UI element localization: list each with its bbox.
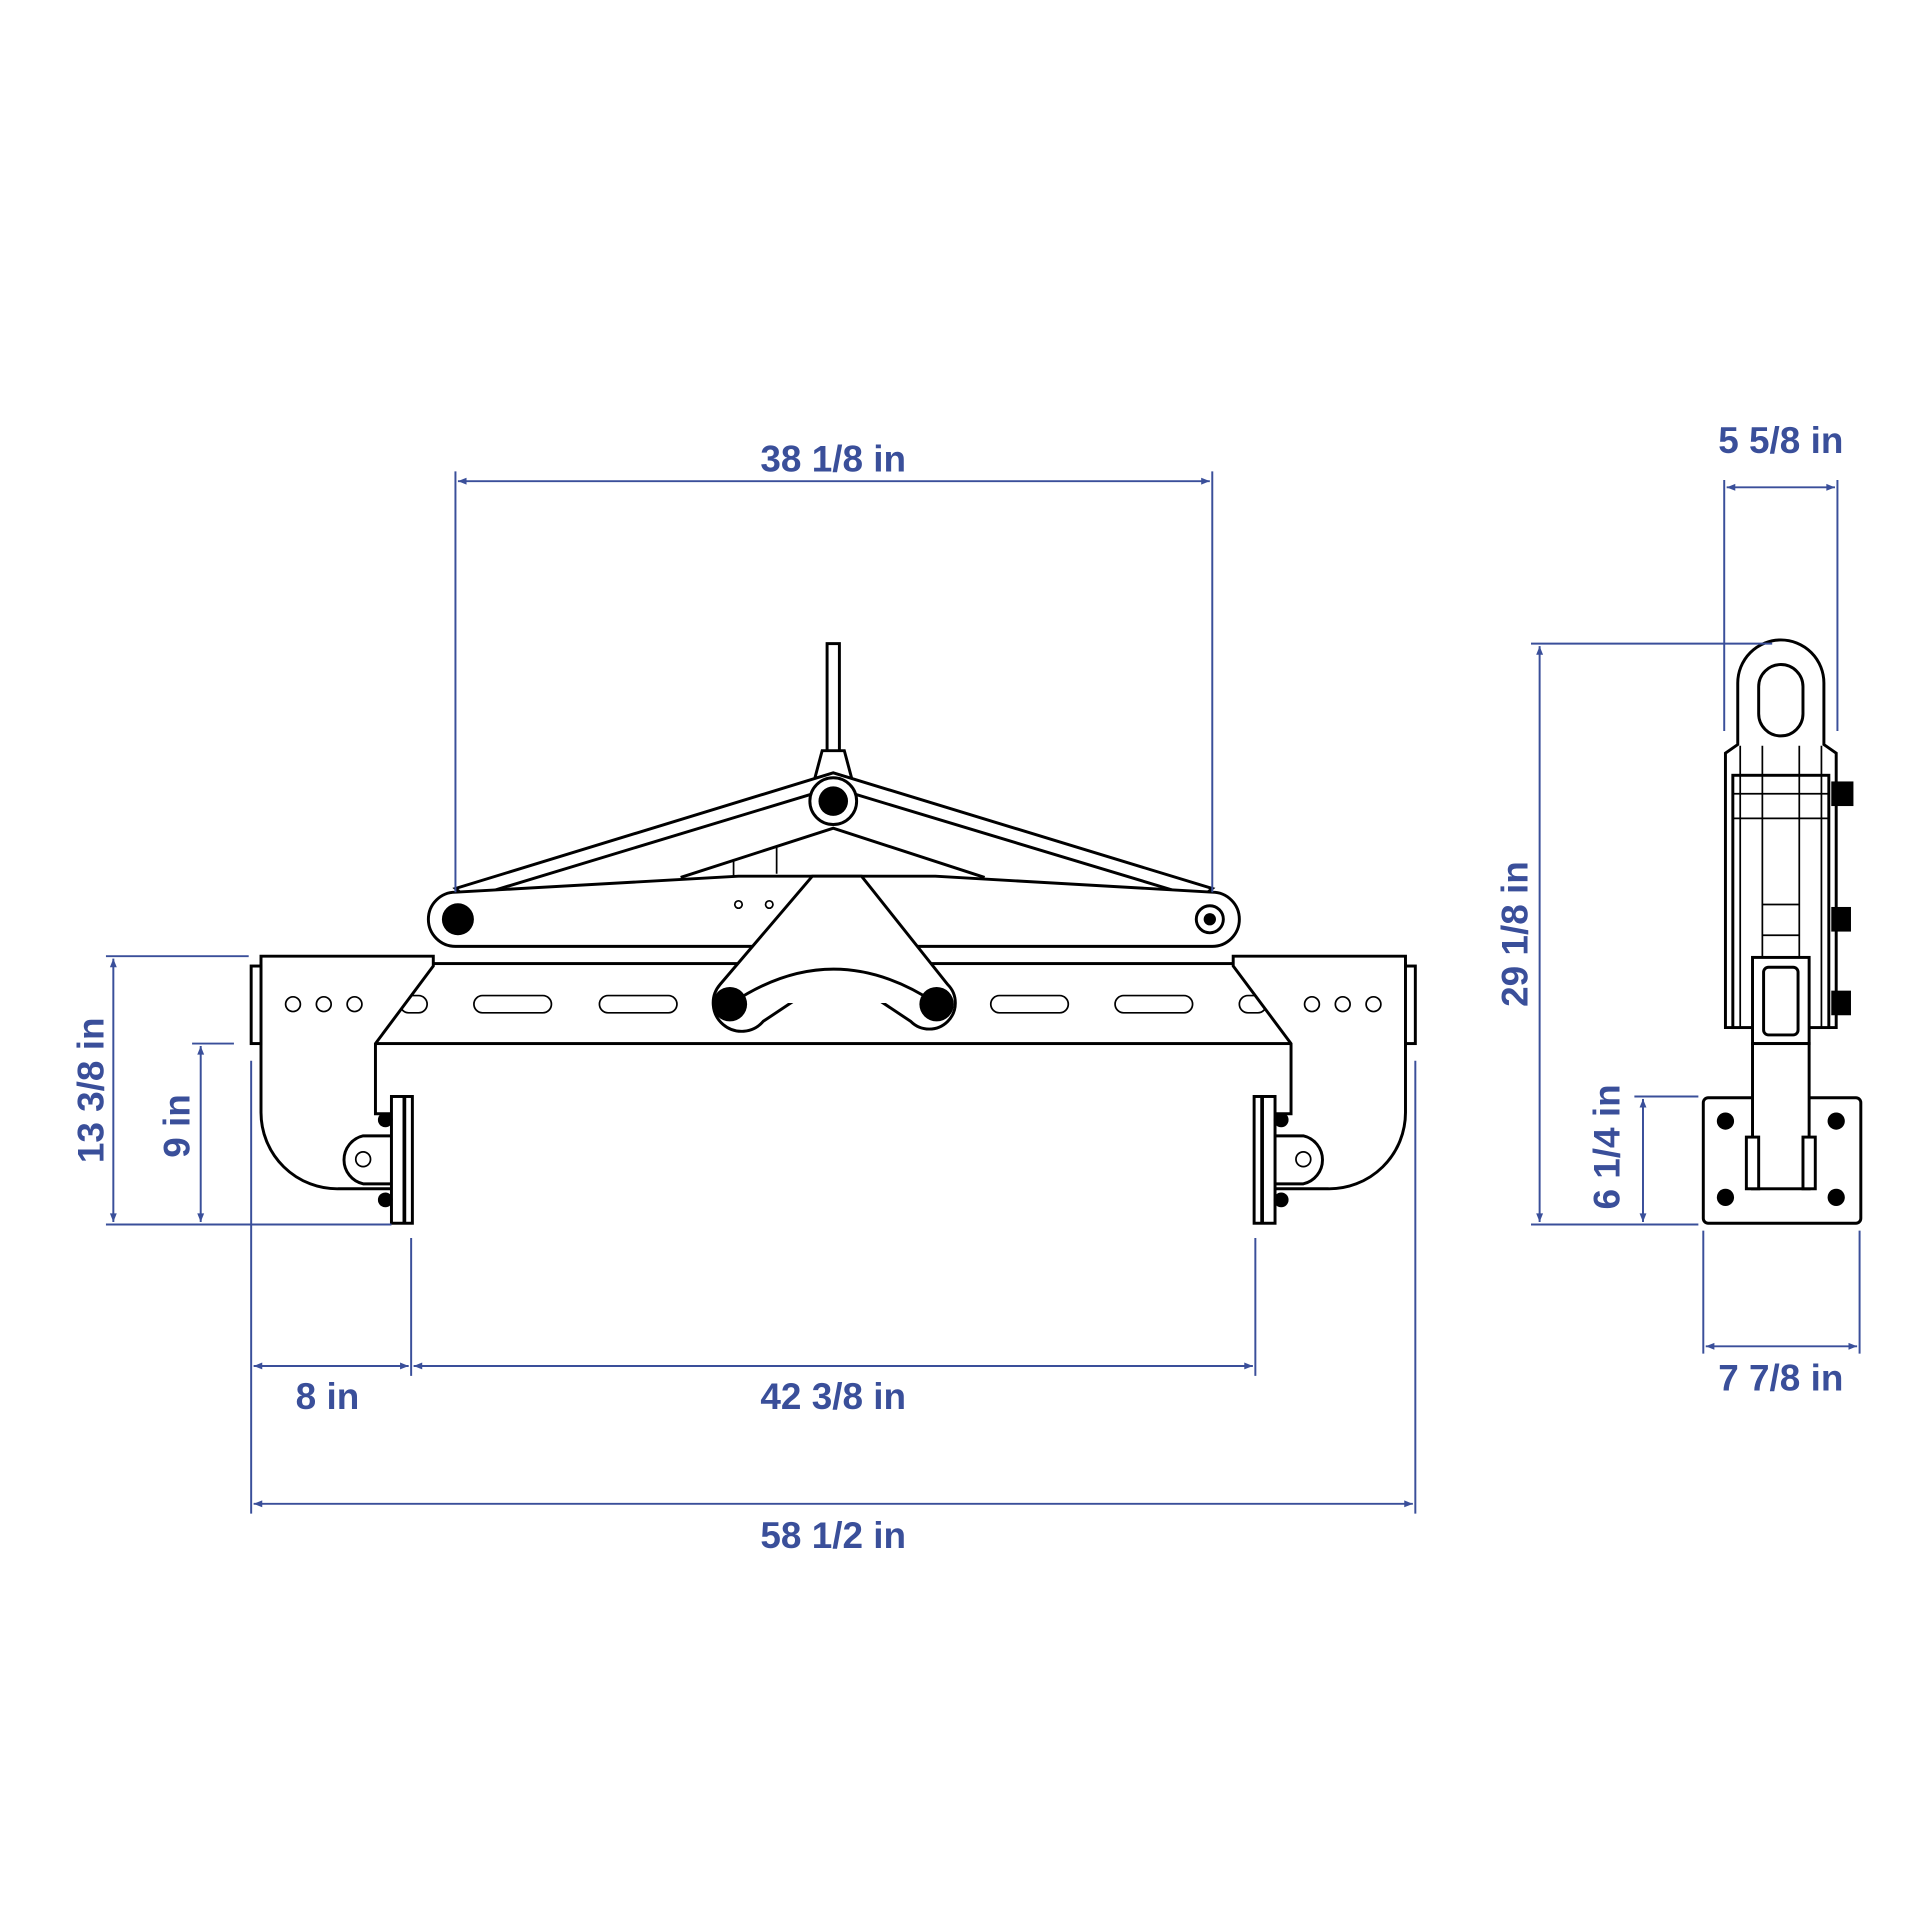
- side-view: [1701, 638, 1863, 1225]
- dim-pad-width: 7 7/8 in: [1718, 1358, 1843, 1399]
- dim-jaw-height: 9 in: [157, 1094, 198, 1158]
- dim-jaw-opening: 42 3/8 in: [760, 1376, 906, 1417]
- dim-overall-length: 58 1/2 in: [760, 1515, 906, 1556]
- front-view: [249, 642, 1417, 1225]
- dim-pad-height: 6 1/4 in: [1587, 1084, 1628, 1209]
- dim-beam-height: 13 3/8 in: [70, 1017, 111, 1163]
- dim-total-height: 29 1/8 in: [1494, 861, 1535, 1007]
- dim-end-offset: 8 in: [296, 1376, 360, 1417]
- dim-pivot-span: 38 1/8 in: [760, 438, 906, 479]
- dimension-lines: [105, 471, 1861, 1514]
- dim-side-width: 5 5/8 in: [1718, 420, 1843, 461]
